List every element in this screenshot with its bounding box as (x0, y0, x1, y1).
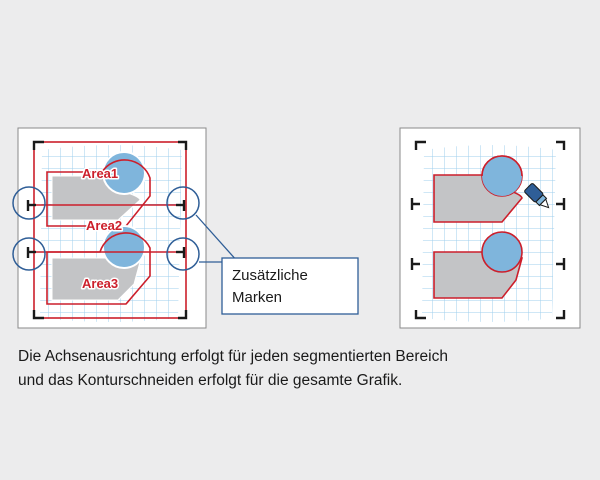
circle-upper-fill (482, 156, 522, 196)
division-line-2 (26, 247, 186, 258)
circle-upper-outline (481, 155, 523, 177)
marker-circles (12, 186, 200, 271)
area2-label: Area2 (86, 218, 122, 233)
cut-contour-area1 (46, 159, 151, 227)
caption: Die Achsenausrichtung erfolgt für jeden … (18, 345, 588, 393)
callout-leaders (195, 214, 239, 263)
caption-line1: Die Achsenausrichtung erfolgt für jeden … (18, 348, 448, 365)
marker-circle (166, 186, 200, 220)
area1-label: Area1 (82, 166, 118, 181)
division-line-1 (26, 200, 186, 211)
cutter-blade-icon (524, 183, 550, 209)
registration-marks-right (410, 140, 566, 320)
cut-contour-area2 (46, 232, 151, 305)
right-panel (399, 127, 581, 329)
marker-circle (12, 186, 46, 220)
marker-circle (166, 237, 200, 271)
marker-circle (12, 237, 46, 271)
left-panel: Area1 Area2 Area3 (12, 127, 207, 329)
area-frame (33, 141, 187, 319)
callout-box: Zusätzliche Marken (221, 257, 359, 315)
registration-marks-left (32, 140, 188, 320)
area3-label: Area3 (82, 276, 118, 291)
callout-line2: Marken (232, 289, 282, 306)
circle-lower (481, 231, 523, 273)
callout-line1: Zusätzliche (232, 267, 308, 284)
caption-line2: und das Konturschneiden erfolgt für die … (18, 372, 403, 389)
